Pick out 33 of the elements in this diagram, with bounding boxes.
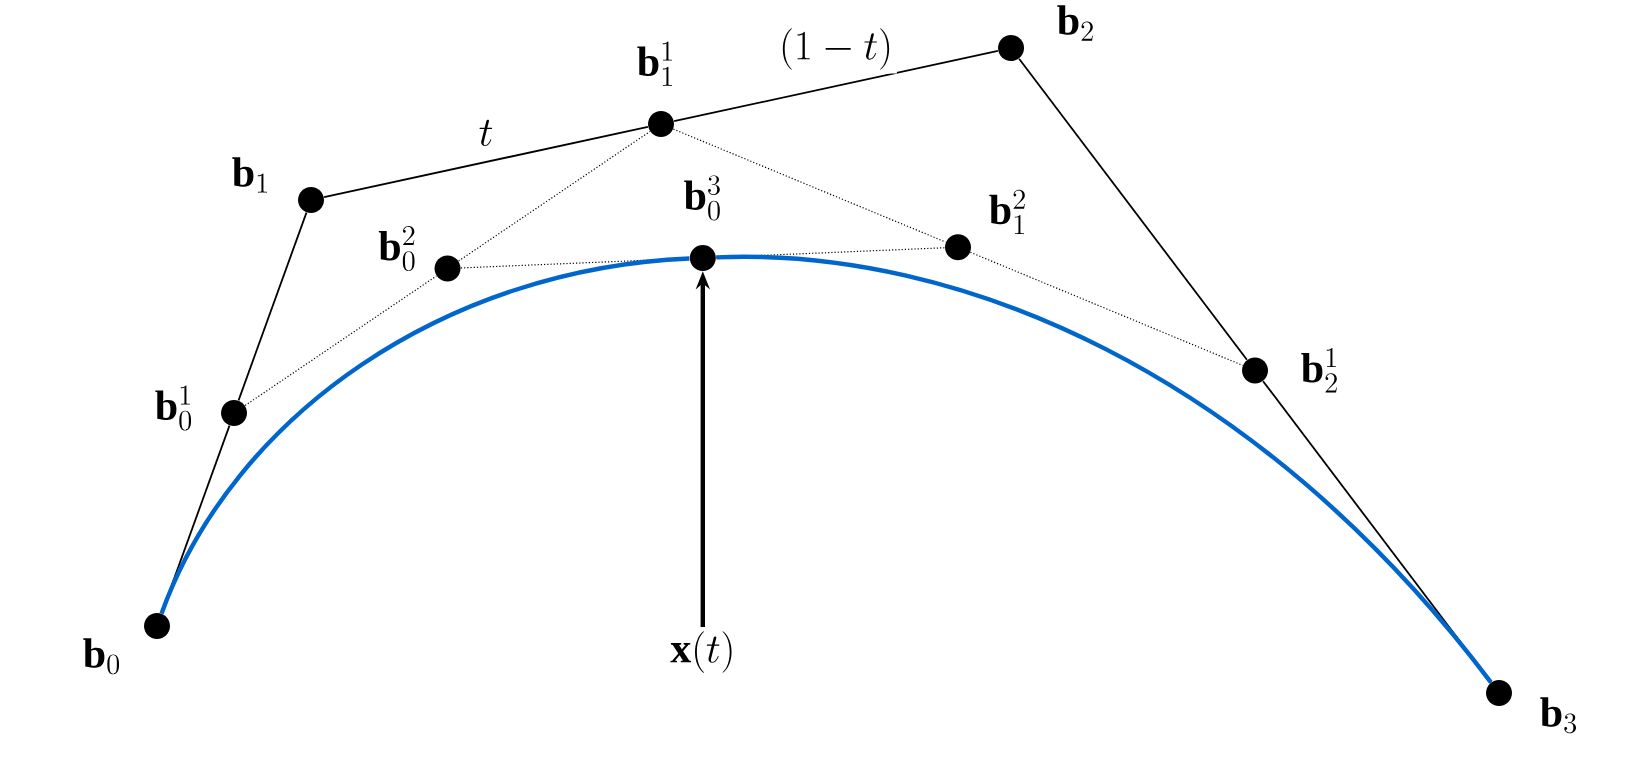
point-dot xyxy=(144,613,170,639)
construction-line xyxy=(244,275,438,407)
point-label: $\mathbf{b}_2$ xyxy=(1057,5,1093,41)
edge-label: $t$ xyxy=(474,116,498,150)
curve-point-label: $\mathbf{x}(t)$ xyxy=(670,631,732,673)
point-dot xyxy=(998,35,1024,61)
point-dot xyxy=(1242,357,1268,384)
point-dot xyxy=(298,187,324,213)
point-label: $\mathbf{b}_0$ xyxy=(83,638,120,675)
point-label: $\mathbf{b}_0^2$ xyxy=(378,226,415,271)
point-label: $\mathbf{b}_1^2$ xyxy=(989,189,1025,235)
construction-line xyxy=(458,130,651,262)
construction-line xyxy=(672,128,947,243)
control-polygon-line xyxy=(323,125,649,199)
point-dot xyxy=(945,234,971,261)
control-polygon-line xyxy=(673,49,999,123)
control-polygon-line xyxy=(1018,57,1248,361)
point-label: $\mathbf{b}_1$ xyxy=(232,157,267,193)
point-label: $\mathbf{b}_0^3$ xyxy=(684,175,720,221)
bezier-curve xyxy=(159,256,690,615)
point-label: $\mathbf{b}_2^1$ xyxy=(1301,348,1337,393)
construction-line xyxy=(969,251,1244,366)
point-label: $\mathbf{b}_1^1$ xyxy=(637,41,672,86)
point-dot xyxy=(1486,680,1512,706)
point-dot xyxy=(434,255,461,282)
control-polygon-line xyxy=(237,211,308,402)
edge-label: $(1-t)$ xyxy=(775,24,897,74)
point-label: $\mathbf{b}_0^1$ xyxy=(155,385,192,431)
point-dot xyxy=(648,111,674,137)
point-label: $\mathbf{b}_3$ xyxy=(1540,697,1577,734)
bezier-curve xyxy=(716,255,1493,684)
point-dot xyxy=(689,244,716,271)
point-dot xyxy=(221,400,247,426)
